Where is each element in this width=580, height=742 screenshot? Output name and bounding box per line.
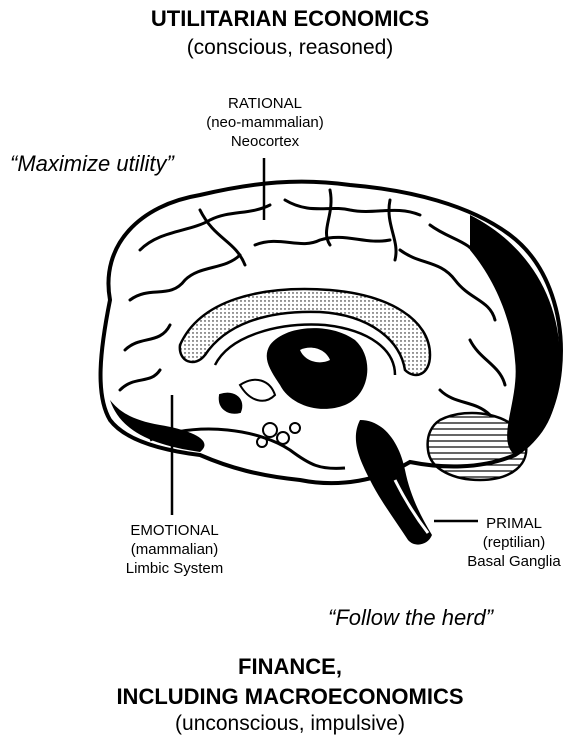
bottom-title-line2: INCLUDING MACROECONOMICS [0, 684, 580, 710]
rational-label-line2: (neo-mammalian) [190, 113, 340, 132]
bottom-title-line1: FINANCE, [0, 654, 580, 680]
primal-label-line1: PRIMAL [450, 514, 578, 533]
top-subtitle: (conscious, reasoned) [0, 36, 580, 60]
top-title: UTILITARIAN ECONOMICS [0, 6, 580, 32]
follow-the-herd-quote: “Follow the herd” [328, 605, 493, 631]
bottom-subtitle: (unconscious, impulsive) [0, 712, 580, 736]
emotional-label-line1: EMOTIONAL [92, 521, 257, 540]
emotional-label-line2: (mammalian) [92, 540, 257, 559]
rational-label-line1: RATIONAL [190, 94, 340, 113]
primal-label-line2: (reptilian) [450, 533, 578, 552]
maximize-utility-quote: “Maximize utility” [10, 151, 174, 177]
rational-label: RATIONAL (neo-mammalian) Neocortex [190, 94, 340, 151]
cerebellum [428, 413, 527, 480]
primal-label: PRIMAL (reptilian) Basal Ganglia [450, 514, 578, 571]
rational-label-line3: Neocortex [190, 132, 340, 151]
emotional-label: EMOTIONAL (mammalian) Limbic System [92, 521, 257, 578]
emotional-label-line3: Limbic System [92, 559, 257, 578]
primal-label-line3: Basal Ganglia [450, 552, 578, 571]
